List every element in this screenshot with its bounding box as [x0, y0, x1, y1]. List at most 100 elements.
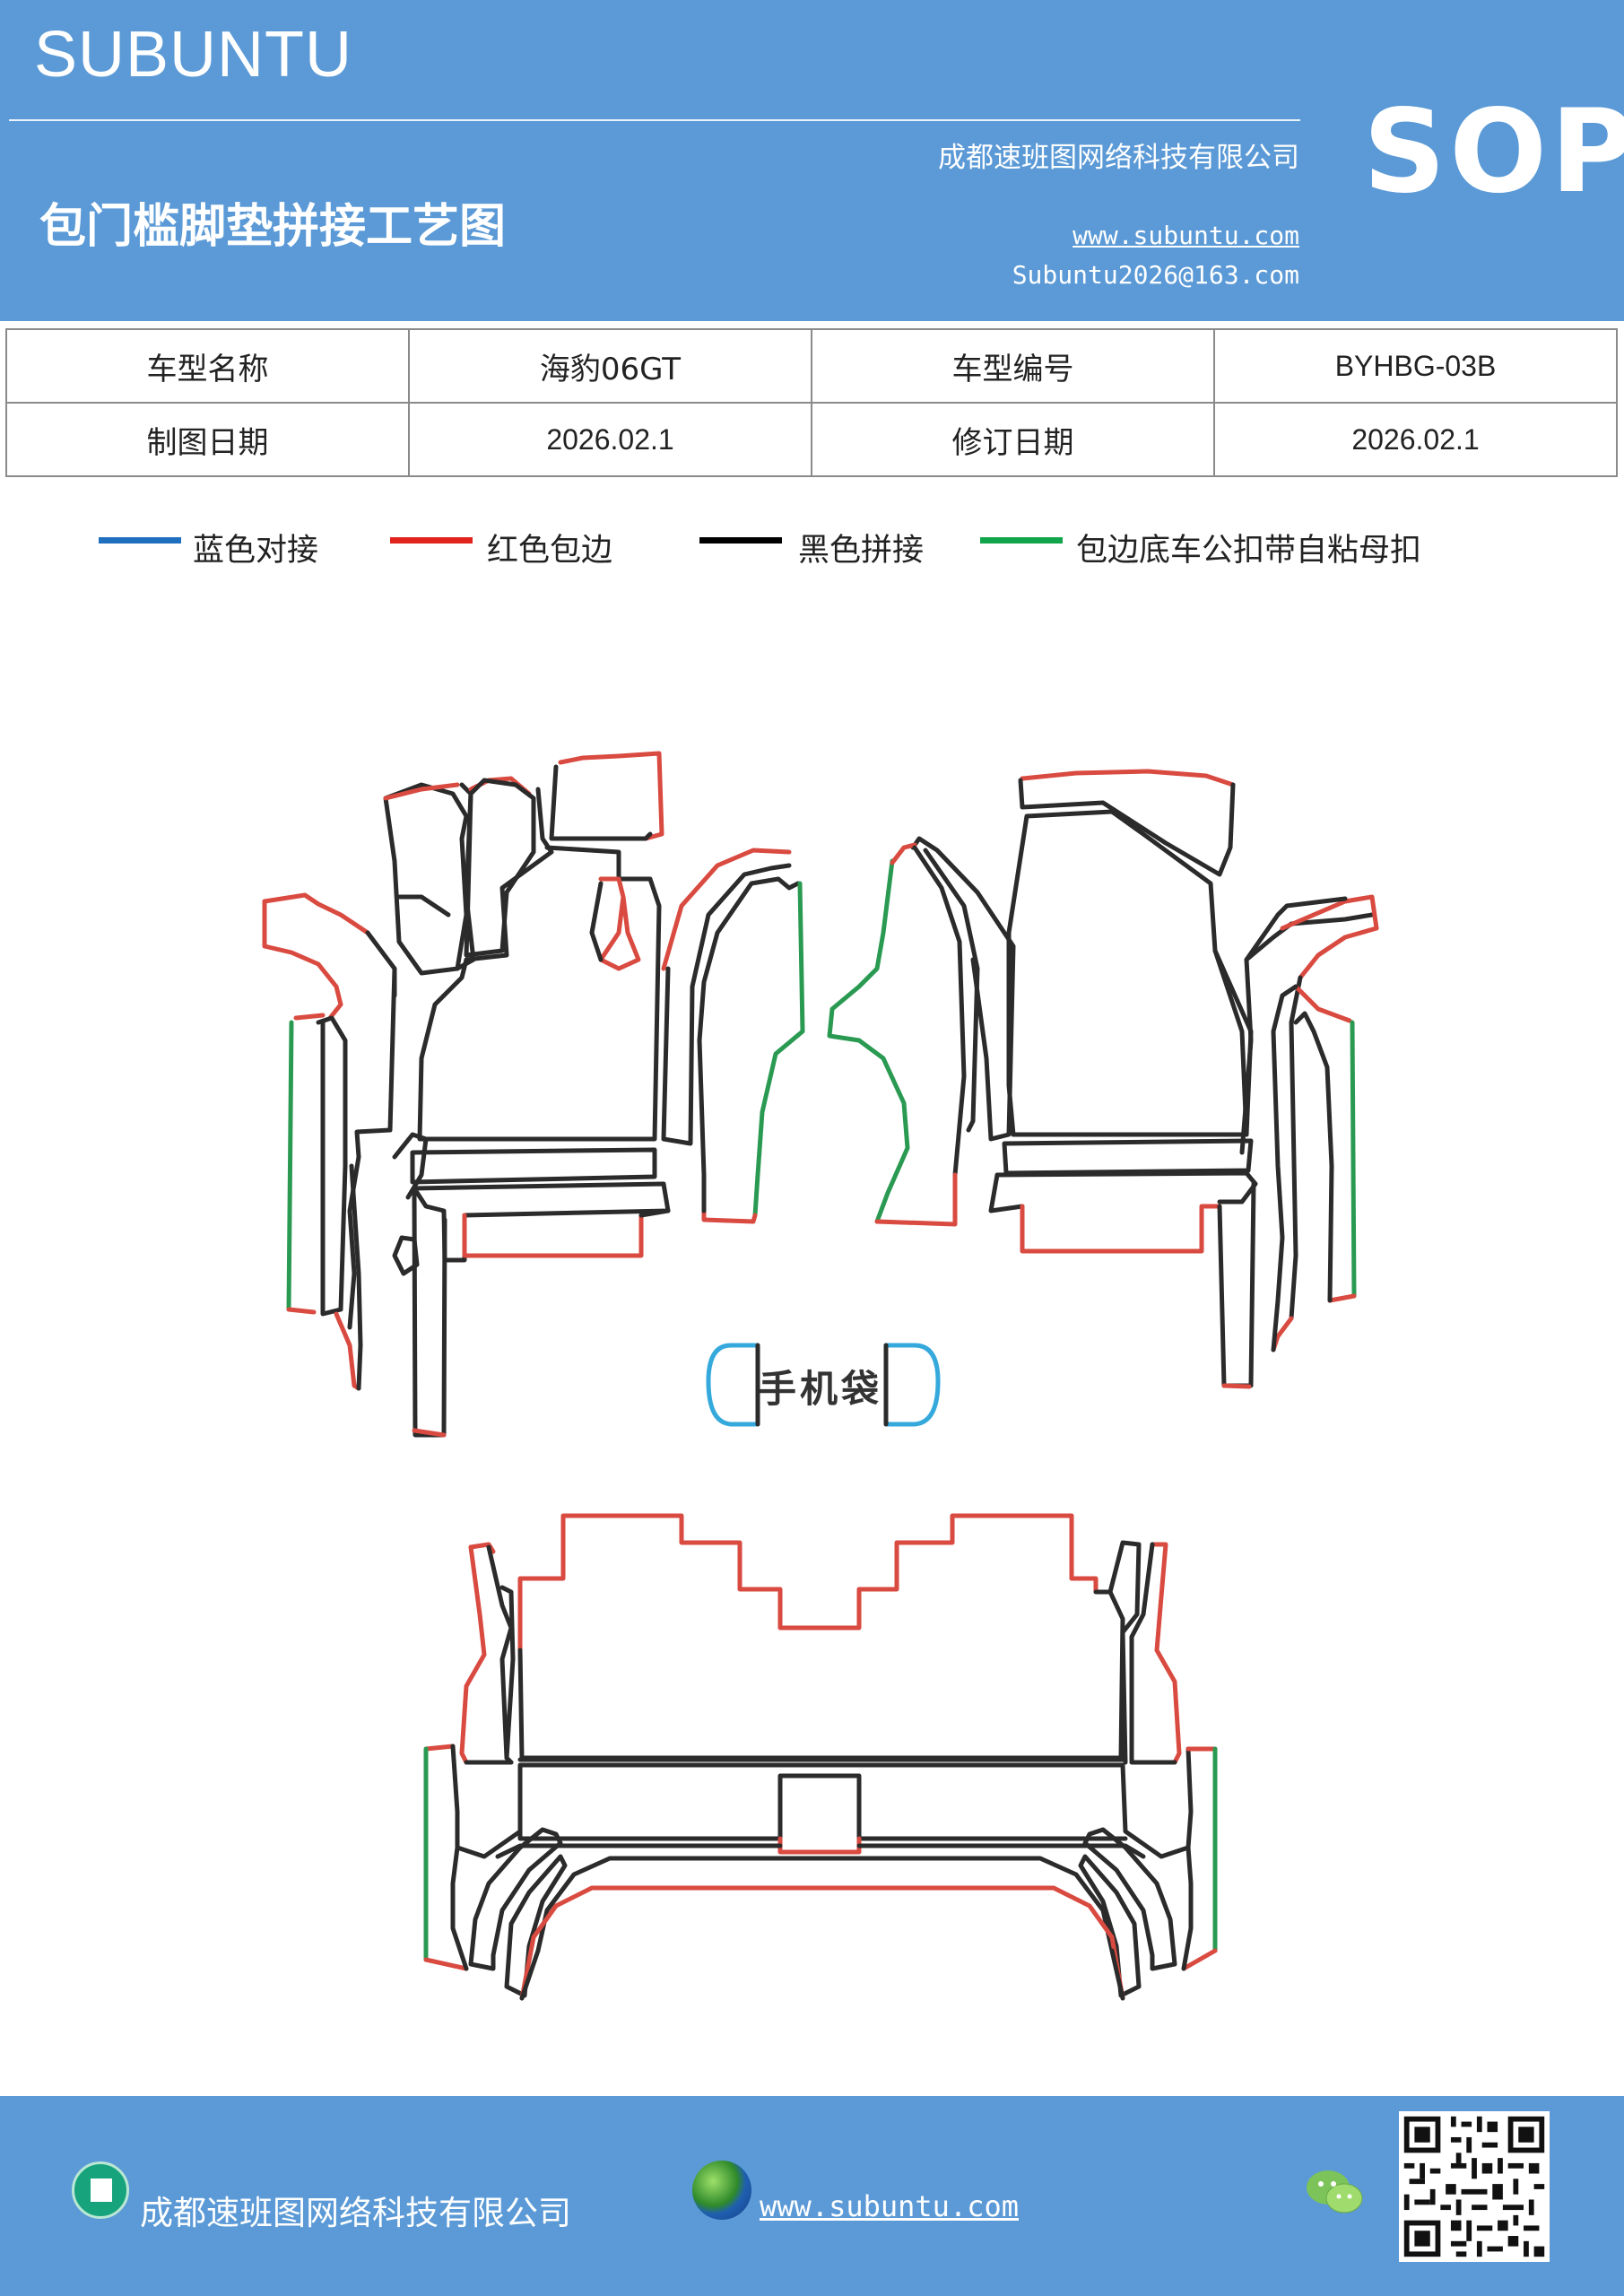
mat-outline: [1212, 948, 1254, 1137]
mat-edge: [1298, 926, 1379, 980]
mat-edge: [468, 1542, 496, 1554]
mat-outline: [455, 782, 476, 971]
mat-edge: [412, 1428, 447, 1438]
header-divider: [9, 119, 1300, 121]
mat-outline: [988, 1172, 1025, 1213]
brand-name: SUBUNTU: [34, 19, 353, 91]
legend-swatch: [99, 537, 181, 544]
model-code-value: BYHBG-03B: [1213, 328, 1618, 404]
mat-edge: [423, 1957, 469, 1971]
model-name-label: 车型名称: [5, 328, 410, 404]
mat-outline: [1109, 1948, 1125, 2001]
mat-edge: [1020, 769, 1236, 787]
mat-edge: [874, 1172, 958, 1227]
front-left-mats: [262, 751, 805, 1438]
mat-outline: [535, 1856, 1115, 1953]
mat-outline: [1181, 1845, 1194, 1971]
revision-date-label: 修订日期: [811, 402, 1215, 477]
mat-outline: [392, 1235, 420, 1276]
legend-swatch: [699, 537, 782, 544]
mat-edge: [468, 776, 532, 796]
legend-label: 红色包边: [487, 533, 613, 569]
mat-edge: [701, 1172, 758, 1224]
legend-swatch: [980, 537, 1063, 544]
mat-outline: [1271, 984, 1298, 1352]
mat-edge: [1293, 984, 1352, 1023]
vehicle-info-table: 车型名称 海豹06GT 车型编号 BYHBG-03B 制图日期 2026.02.…: [5, 328, 1618, 477]
mat-outline: [410, 1147, 657, 1185]
mat-edge: [1181, 1948, 1218, 1971]
legend-swatch: [390, 537, 473, 544]
footer-website-link[interactable]: www.subuntu.com: [760, 2189, 1019, 2223]
mat-edge: [1020, 1204, 1222, 1254]
sop-badge: SOP: [1363, 85, 1624, 219]
mat-velcro-edge: [286, 1020, 294, 1312]
header-banner: SUBUNTU 包门槛脚垫拼接工艺图 成都速班图网络科技有限公司 www.sub…: [0, 0, 1624, 321]
mat-edge: [383, 782, 460, 801]
mat-outline: [412, 1190, 447, 1438]
model-code-label: 车型编号: [811, 328, 1215, 404]
mat-outline: [365, 930, 397, 998]
mat-outline: [412, 1181, 671, 1263]
mat-velcro-edge: [1350, 1020, 1357, 1299]
mat-edge: [1280, 894, 1379, 931]
mat-outline: [1018, 778, 1236, 877]
draw-date-value: 2026.02.1: [408, 402, 812, 477]
legend-label: 蓝色对接: [193, 533, 319, 569]
website-link[interactable]: www.subuntu.com: [1073, 221, 1299, 250]
mat-outline: [396, 894, 451, 918]
mat-outline: [1129, 1542, 1177, 1765]
mat-outline: [1107, 1540, 1142, 1765]
mat-outline: [464, 778, 536, 958]
wechat-icon: [1307, 2170, 1363, 2213]
mat-outline: [383, 782, 469, 976]
email-address[interactable]: Subuntu2026@163.com: [1012, 260, 1299, 290]
mat-edge: [777, 1836, 862, 1855]
mat-outline: [1289, 975, 1303, 1321]
mat-edge: [558, 751, 664, 841]
color-legend: 蓝色对接 红色包边 黑色拼接 包边底车公扣带自粘母扣: [0, 525, 1624, 570]
mat-edge: [334, 1311, 361, 1391]
table-row: 车型名称 海豹06GT 车型编号 BYHBG-03B: [5, 328, 1618, 404]
mat-outline: [504, 1854, 568, 1998]
mat-edge: [1150, 1542, 1182, 1765]
legend-label: 包边底车公扣带自粘母扣: [1076, 533, 1422, 569]
mat-outline: [1239, 912, 1375, 1155]
mat-outline: [316, 1015, 348, 1317]
table-row: 制图日期 2026.02.1 修订日期 2026.02.1: [5, 402, 1618, 477]
mat-velcro-edge: [752, 881, 805, 1218]
mat-edge: [286, 1307, 317, 1315]
mat-outline: [450, 1744, 1194, 1859]
legend-label: 黑色拼接: [798, 533, 925, 569]
company-name: 成都速班图网络科技有限公司: [938, 142, 1299, 174]
mat-outline: [549, 764, 653, 841]
mat-outline: [994, 1170, 1258, 1205]
mat-edge: [262, 892, 370, 935]
phone-bag-left-edge: [706, 1343, 760, 1427]
mat-outline: [495, 1843, 783, 1859]
mat-outline: [856, 1843, 1146, 1859]
mat-outline: [517, 1589, 1125, 1761]
mat-edge: [598, 876, 641, 971]
mat-outline: [697, 876, 801, 1043]
revision-date-value: 2026.02.1: [1213, 402, 1618, 477]
draw-date-label: 制图日期: [5, 402, 410, 477]
mat-outline: [661, 863, 792, 1146]
mat-velcro-edge: [827, 858, 910, 1224]
mat-outline: [1002, 1138, 1254, 1176]
qr-code[interactable]: [1399, 2111, 1550, 2262]
globe-icon: [692, 2161, 751, 2220]
front-right-mats: [827, 769, 1379, 1389]
mat-outline: [347, 966, 397, 1330]
mat-outline: [589, 881, 604, 962]
mat-edge: [423, 1744, 456, 1752]
mat-outline: [923, 848, 980, 1133]
mat-outline: [910, 836, 1016, 1142]
mat-edge: [1327, 1293, 1357, 1303]
mat-outline: [392, 1132, 429, 1200]
mat-outline: [638, 1208, 671, 1218]
mat-edge: [517, 1513, 1099, 1653]
mat-outline: [417, 787, 662, 1142]
mat-outline: [349, 1163, 363, 1391]
mat-outline: [1293, 1011, 1334, 1303]
